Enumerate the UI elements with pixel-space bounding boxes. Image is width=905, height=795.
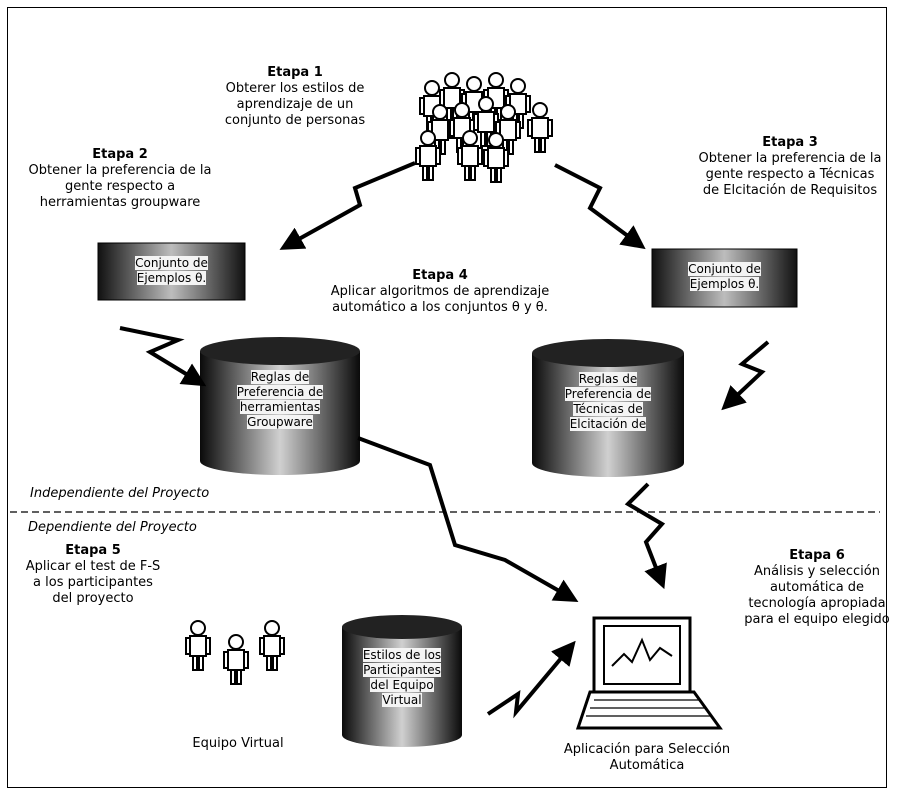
diagram-frame [7,7,887,788]
stage2-line: Obtener la preferencia de la [28,163,212,178]
stage2-line: herramientas groupware [39,195,201,210]
app-label-line: Automática [609,758,685,773]
app-label: Aplicación para Selección Automática [554,742,740,774]
stage1-line: conjunto de personas [224,113,366,128]
cylinder-label-line: Estilos de los [362,648,442,662]
stage3-line: gente respecto a Técnicas [705,167,875,182]
arrow-stage1-to-right [554,163,646,250]
cylinder-label-line: Groupware [247,415,313,429]
rules-groupware-cylinder [200,337,360,475]
rules-techniques-label: Reglas de Preferencia de Técnicas de Elc… [532,372,684,432]
examples-right-label: Conjunto de Ejemplos θ. [652,262,797,292]
examples-set-left-box [97,242,246,301]
box-label-line: Conjunto de [135,256,208,270]
arrow-box-to-right-cylinder [721,340,770,411]
stage1-title: Etapa 1 [267,65,323,80]
cylinder-label-line: Reglas de [250,370,310,384]
arrow-left-cylinder-to-app [357,436,579,602]
stage4-line: Aplicar algoritmos de aprendizaje [330,284,550,299]
stage3-line: Obtener la preferencia de la [698,151,882,166]
stage2-title: Etapa 2 [92,147,148,162]
examples-left-label: Conjunto de Ejemplos θ. [98,256,245,286]
cylinder-label-line: herramientas [239,400,321,414]
stage4-line: automático a los conjuntos θ y θ. [332,300,548,315]
independent-section-label: Independiente del Proyecto [30,486,210,501]
rules-groupware-label: Reglas de Preferencia de herramientas Gr… [200,370,360,430]
stage3-title: Etapa 3 [762,135,818,150]
stage1-text: Etapa 1 Obterer los estilos de aprendiza… [210,65,380,129]
stage3-line: de Elcitación de Requisitos [702,183,878,198]
cylinder-label-line: Preferencia de [564,387,652,401]
virtual-team-label: Equipo Virtual [192,736,284,751]
stage6-line: para el equipo elegido [744,612,890,627]
people-crowd-icon [415,72,553,183]
stage5-line: a los participantes [33,575,153,590]
cylinder-label-line: Preferencia de [236,385,324,399]
stage5-title: Etapa 5 [65,543,121,558]
app-label-line: Aplicación para Selección [563,742,731,757]
arrow-right-cylinder-to-app [624,482,667,590]
stage6-line: automática de [769,580,865,595]
cylinder-label-line: Técnicas de [573,402,643,416]
stage6-title: Etapa 6 [789,548,845,563]
cylinder-label-line: del Equipo [370,678,434,692]
stage6-line: Análisis y selección [754,564,880,579]
virtual-team-icon [185,620,285,685]
arrow-box-to-left-cylinder [119,326,207,387]
stage1-line: aprendizaje de un [236,97,354,112]
cylinder-label-line: Reglas de [578,372,638,386]
stage2-line: gente respecto a [64,179,176,194]
cylinder-label-line: Elcitación de [569,417,647,431]
stage5-line: del proyecto [52,591,134,606]
rules-techniques-cylinder [532,339,684,477]
stage6-text: Etapa 6 Análisis y selección automática … [732,548,902,628]
team-styles-label: Estilos de los Participantes del Equipo … [342,648,462,708]
cylinder-label-line: Virtual [382,693,422,707]
box-label-line: Conjunto de [688,262,761,276]
stage6-line: tecnología apropiada [748,596,886,611]
laptop-icon [575,616,723,730]
arrow-stage1-to-left [279,161,416,250]
stage2-text: Etapa 2 Obtener la preferencia de la gen… [14,147,226,211]
stage5-line: Aplicar el test de F-S [25,559,161,574]
dependent-section-label: Dependiente del Proyecto [28,520,197,535]
stage4-title: Etapa 4 [412,268,468,283]
cylinder-label-line: Participantes [363,663,441,677]
stage3-text: Etapa 3 Obtener la preferencia de la gen… [690,135,890,199]
arrow-team-to-app [486,640,576,719]
box-label-line: Ejemplos θ. [136,271,207,285]
stage5-text: Etapa 5 Aplicar el test de F-S a los par… [18,543,168,607]
stage4-text: Etapa 4 Aplicar algoritmos de aprendizaj… [320,268,560,316]
stage1-line: Obterer los estilos de [225,81,365,96]
box-label-line: Ejemplos θ. [689,277,760,291]
